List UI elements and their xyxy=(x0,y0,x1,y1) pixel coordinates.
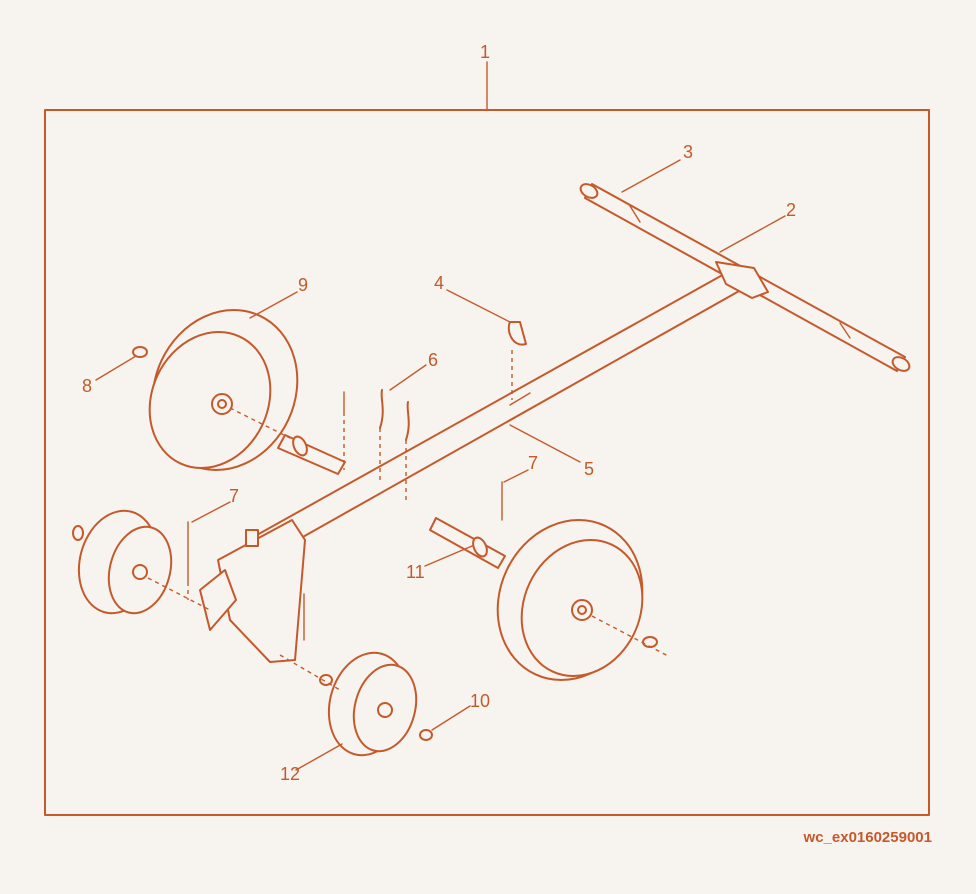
tow-bar-part xyxy=(247,265,752,561)
large-wheel-right xyxy=(496,519,669,681)
callout-8: 8 xyxy=(82,376,92,396)
callout-7-right: 7 xyxy=(528,453,538,473)
t-handle-part xyxy=(579,183,911,372)
callout-12: 12 xyxy=(280,764,300,784)
small-wheel-bottom xyxy=(279,651,433,757)
callout-6: 6 xyxy=(428,350,438,370)
callout-5: 5 xyxy=(584,459,594,479)
callout-3: 3 xyxy=(683,142,693,162)
callout-11: 11 xyxy=(406,562,425,582)
callout-10: 10 xyxy=(470,691,490,711)
callout-2: 2 xyxy=(786,200,796,220)
large-wheel-left xyxy=(132,309,299,471)
axle-part xyxy=(277,434,506,569)
figure-code: wc_ex0160259001 xyxy=(803,829,932,846)
callout-1: 1 xyxy=(480,42,490,62)
pins-and-clips xyxy=(187,321,527,641)
small-wheel-left xyxy=(72,509,211,615)
callout-9: 9 xyxy=(298,275,308,295)
callout-4: 4 xyxy=(434,273,444,293)
callout-7-left: 7 xyxy=(229,486,239,506)
leader-lines xyxy=(95,159,786,771)
hitch-bracket xyxy=(199,519,306,663)
